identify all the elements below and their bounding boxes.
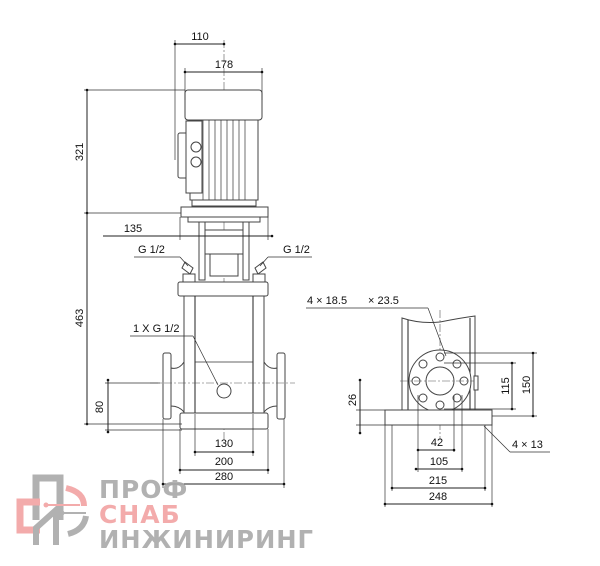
dim-80: 80 [94, 401, 106, 413]
vent-plug-left [181, 261, 194, 275]
vent-plug-right [254, 261, 267, 275]
label-g-half-left: G 1/2 [138, 244, 165, 256]
dim-150: 150 [521, 376, 533, 394]
logo-text-line1: ПРОФ [99, 475, 188, 504]
logo-text-line2: СНАБ [99, 500, 181, 529]
dim-26: 26 [347, 394, 359, 406]
logo-text-line3: ИНЖИНИРИНГ [99, 525, 314, 554]
dim-321: 321 [74, 143, 86, 161]
base-plate [384, 409, 493, 426]
dim-115: 115 [500, 377, 512, 395]
pump-body [150, 281, 295, 430]
dim-248: 248 [429, 491, 447, 503]
side-dimensions: 4 × 18.5 × 23.5 26 115 150 4 × 13 42 105… [306, 295, 550, 507]
inlet-flange [162, 352, 172, 420]
dim-178: 178 [215, 59, 233, 71]
label-g-half-right: G 1/2 [283, 244, 310, 256]
label-flange-holes-b: × 23.5 [368, 295, 399, 307]
coupling [181, 221, 267, 283]
dim-105: 105 [430, 456, 448, 468]
outlet-flange [276, 352, 286, 420]
base [179, 412, 269, 430]
logo-mark-icon [16, 474, 89, 545]
side-view: 4 × 18.5 × 23.5 26 115 150 4 × 13 42 105… [306, 295, 550, 507]
dim-215: 215 [429, 475, 447, 487]
dim-135: 135 [124, 223, 142, 235]
dim-200: 200 [215, 456, 233, 468]
dim-110: 110 [191, 31, 209, 43]
front-dimensions: 110 178 321 463 135 G 1/2 G 1/2 1 X G 1/… [74, 31, 312, 488]
company-logo: ПРОФ СНАБ ИНЖИНИРИНГ [16, 474, 314, 554]
dim-280: 280 [215, 471, 233, 483]
dim-463: 463 [74, 309, 86, 327]
drain-port [216, 383, 232, 399]
dim-130: 130 [215, 438, 233, 450]
label-base-holes: 4 × 13 [512, 439, 543, 451]
motor [177, 89, 269, 223]
front-view: 110 178 321 463 135 G 1/2 G 1/2 1 X G 1/… [74, 31, 312, 488]
label-flange-holes-a: 4 × 18.5 [307, 295, 347, 307]
dim-42: 42 [431, 437, 443, 449]
label-drain: 1 X G 1/2 [133, 323, 179, 335]
